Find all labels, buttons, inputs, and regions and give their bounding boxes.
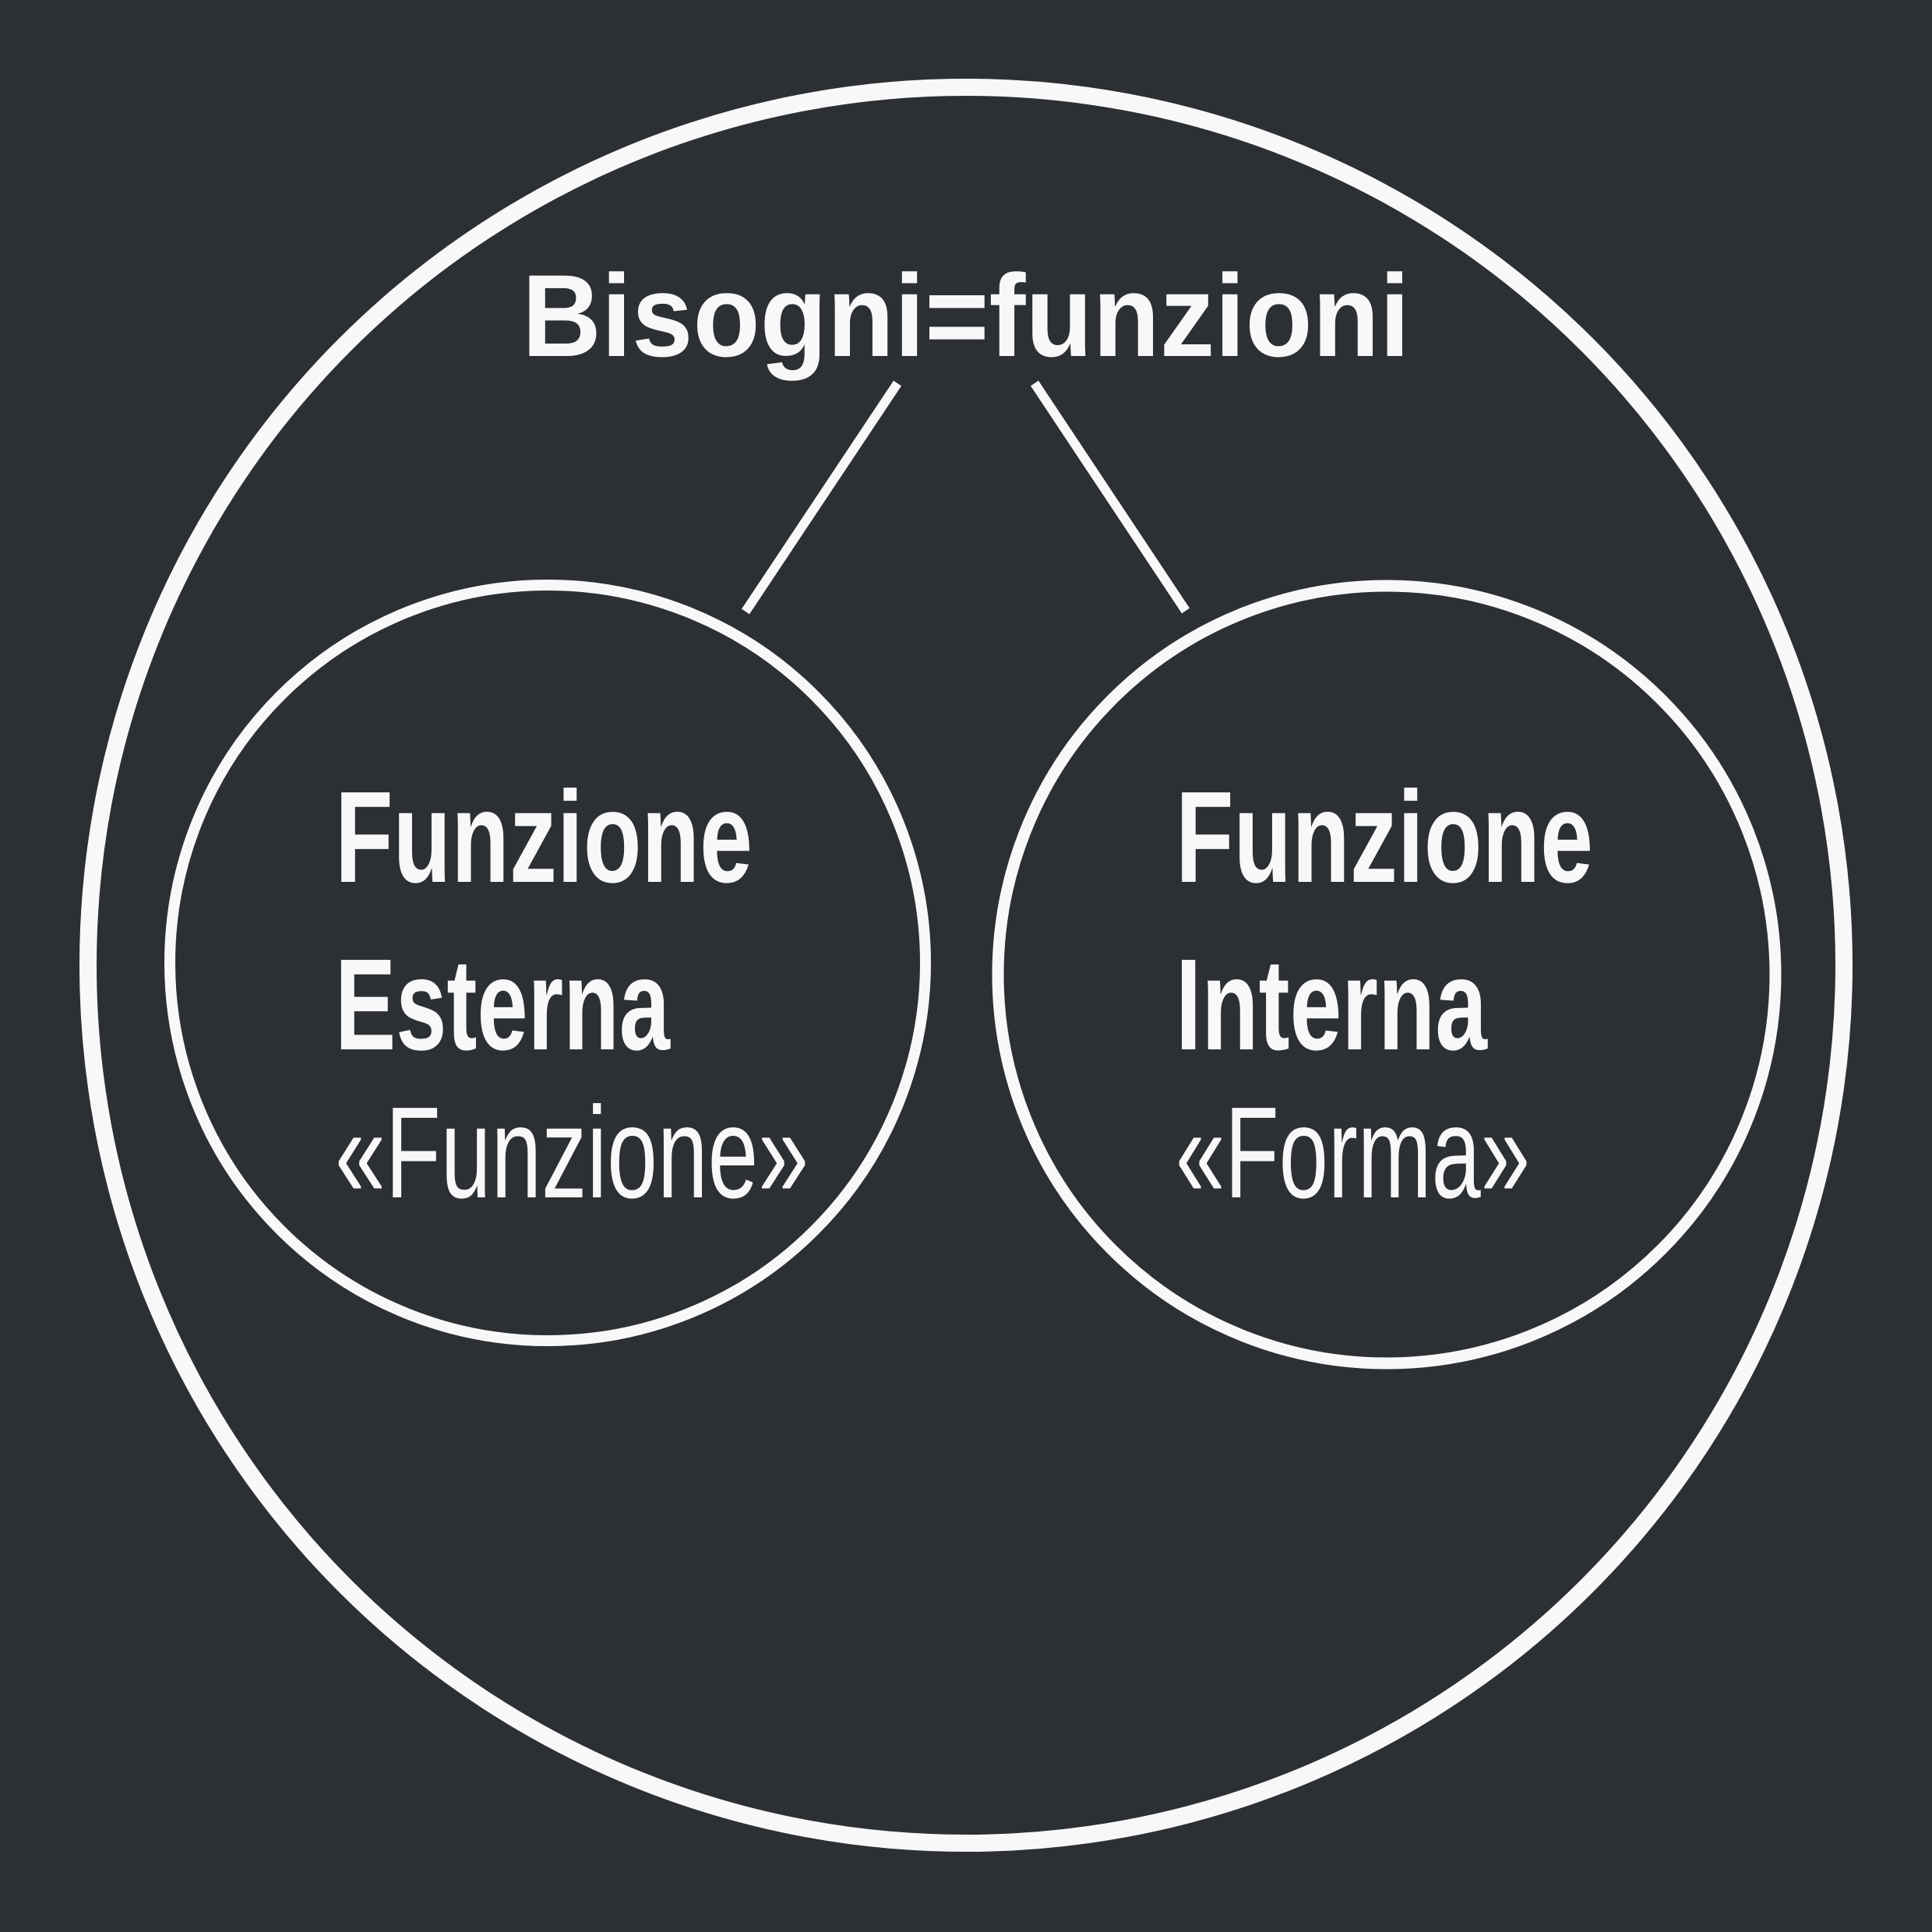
outer-circle [79,79,1853,1852]
right-circle-label-line1: Funzione [1176,765,1593,910]
right-circle [992,580,1782,1370]
connector-line-left [742,380,901,615]
diagram-title: Bisogni=funzioni [522,250,1410,381]
left-circle-label-line2: Esterna [335,933,671,1077]
right-circle-label-line3: «Forma» [1176,1081,1530,1225]
right-circle-label-line2: Interna [1176,933,1488,1077]
left-circle-label-line3: «Funzione» [335,1081,809,1225]
left-circle-label-line1: Funzione [335,765,753,910]
left-circle [164,580,931,1346]
connector-line-right [1031,380,1190,614]
